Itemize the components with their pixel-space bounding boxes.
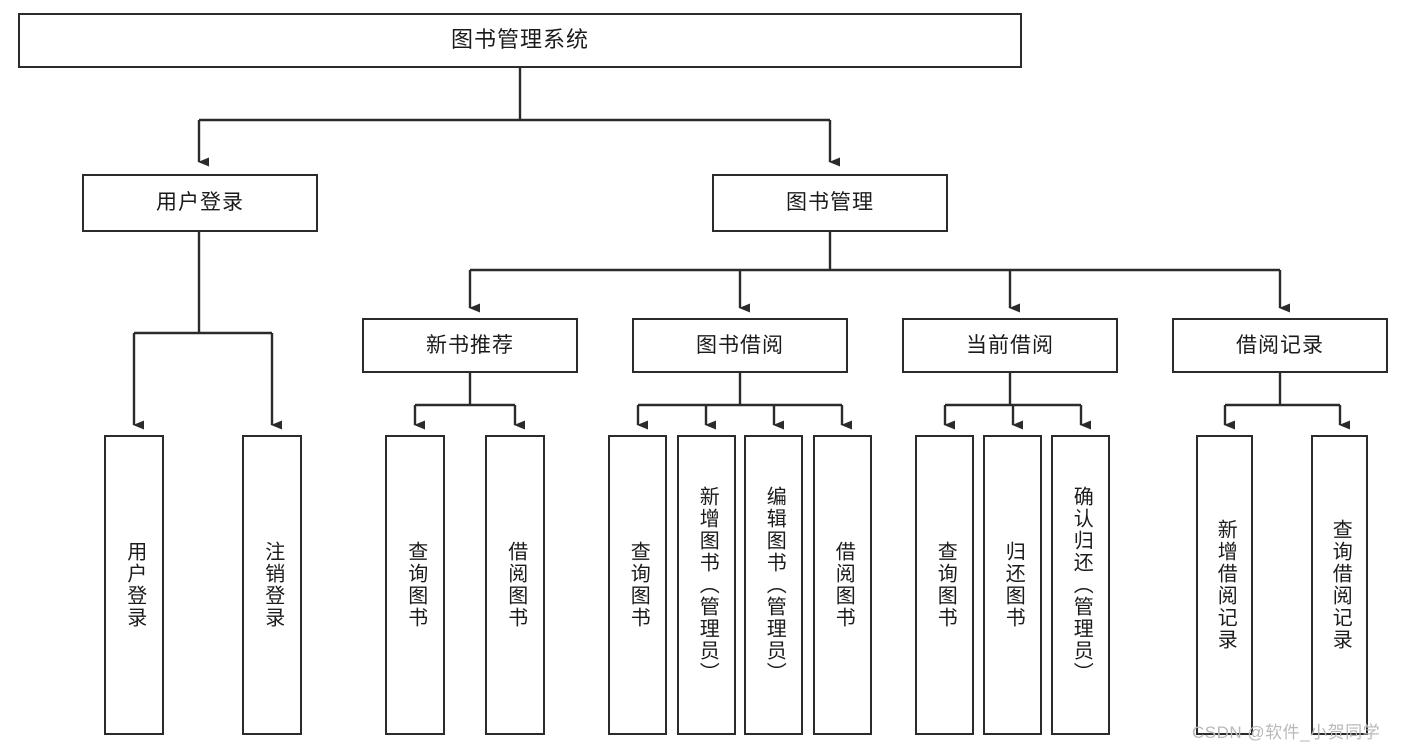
node-leaf-add-borrow-record[interactable]: 新增借阅记录 — [1196, 435, 1253, 735]
node-leaf-logout-login[interactable]: 注销登录 — [242, 435, 302, 735]
node-leaf-borrow-book-1[interactable]: 借阅图书 — [485, 435, 545, 735]
leaf-label: 确认归还（管理员） — [1070, 486, 1093, 684]
node-leaf-query-book-1[interactable]: 查询图书 — [385, 435, 445, 735]
leaf-label: 归还图书 — [1002, 541, 1025, 629]
leaf-label: 新增借阅记录 — [1214, 519, 1237, 651]
leaf-label: 查询借阅记录 — [1329, 519, 1352, 651]
node-current-borrow[interactable]: 当前借阅 — [902, 318, 1118, 373]
node-leaf-user-login[interactable]: 用户登录 — [104, 435, 164, 735]
node-leaf-edit-book-admin[interactable]: 编辑图书（管理员） — [744, 435, 803, 735]
leaf-label: 编辑图书（管理员） — [763, 486, 786, 684]
csdn-watermark: CSDN @软件_小贺同学 — [1192, 723, 1381, 742]
leaf-label: 查询图书 — [404, 541, 427, 629]
node-leaf-query-borrow-record[interactable]: 查询借阅记录 — [1311, 435, 1368, 735]
node-user-login[interactable]: 用户登录 — [82, 174, 318, 232]
node-leaf-query-book-3[interactable]: 查询图书 — [915, 435, 974, 735]
node-book-borrow[interactable]: 图书借阅 — [632, 318, 848, 373]
node-leaf-return-book[interactable]: 归还图书 — [983, 435, 1042, 735]
leaf-label: 注销登录 — [261, 541, 284, 629]
leaf-label: 查询图书 — [627, 541, 650, 629]
node-leaf-query-book-2[interactable]: 查询图书 — [608, 435, 667, 735]
leaf-label: 新增图书（管理员） — [696, 486, 719, 684]
node-borrow-record[interactable]: 借阅记录 — [1172, 318, 1388, 373]
node-book-manage[interactable]: 图书管理 — [712, 174, 948, 232]
leaf-label: 借阅图书 — [832, 541, 855, 629]
node-leaf-add-book-admin[interactable]: 新增图书（管理员） — [677, 435, 736, 735]
node-leaf-borrow-book-2[interactable]: 借阅图书 — [813, 435, 872, 735]
node-root[interactable]: 图书管理系统 — [18, 13, 1022, 68]
leaf-label: 查询图书 — [934, 541, 957, 629]
node-leaf-confirm-return-admin[interactable]: 确认归还（管理员） — [1051, 435, 1110, 735]
leaf-label: 借阅图书 — [504, 541, 527, 629]
node-new-book-recommend[interactable]: 新书推荐 — [362, 318, 578, 373]
leaf-label: 用户登录 — [123, 541, 146, 629]
